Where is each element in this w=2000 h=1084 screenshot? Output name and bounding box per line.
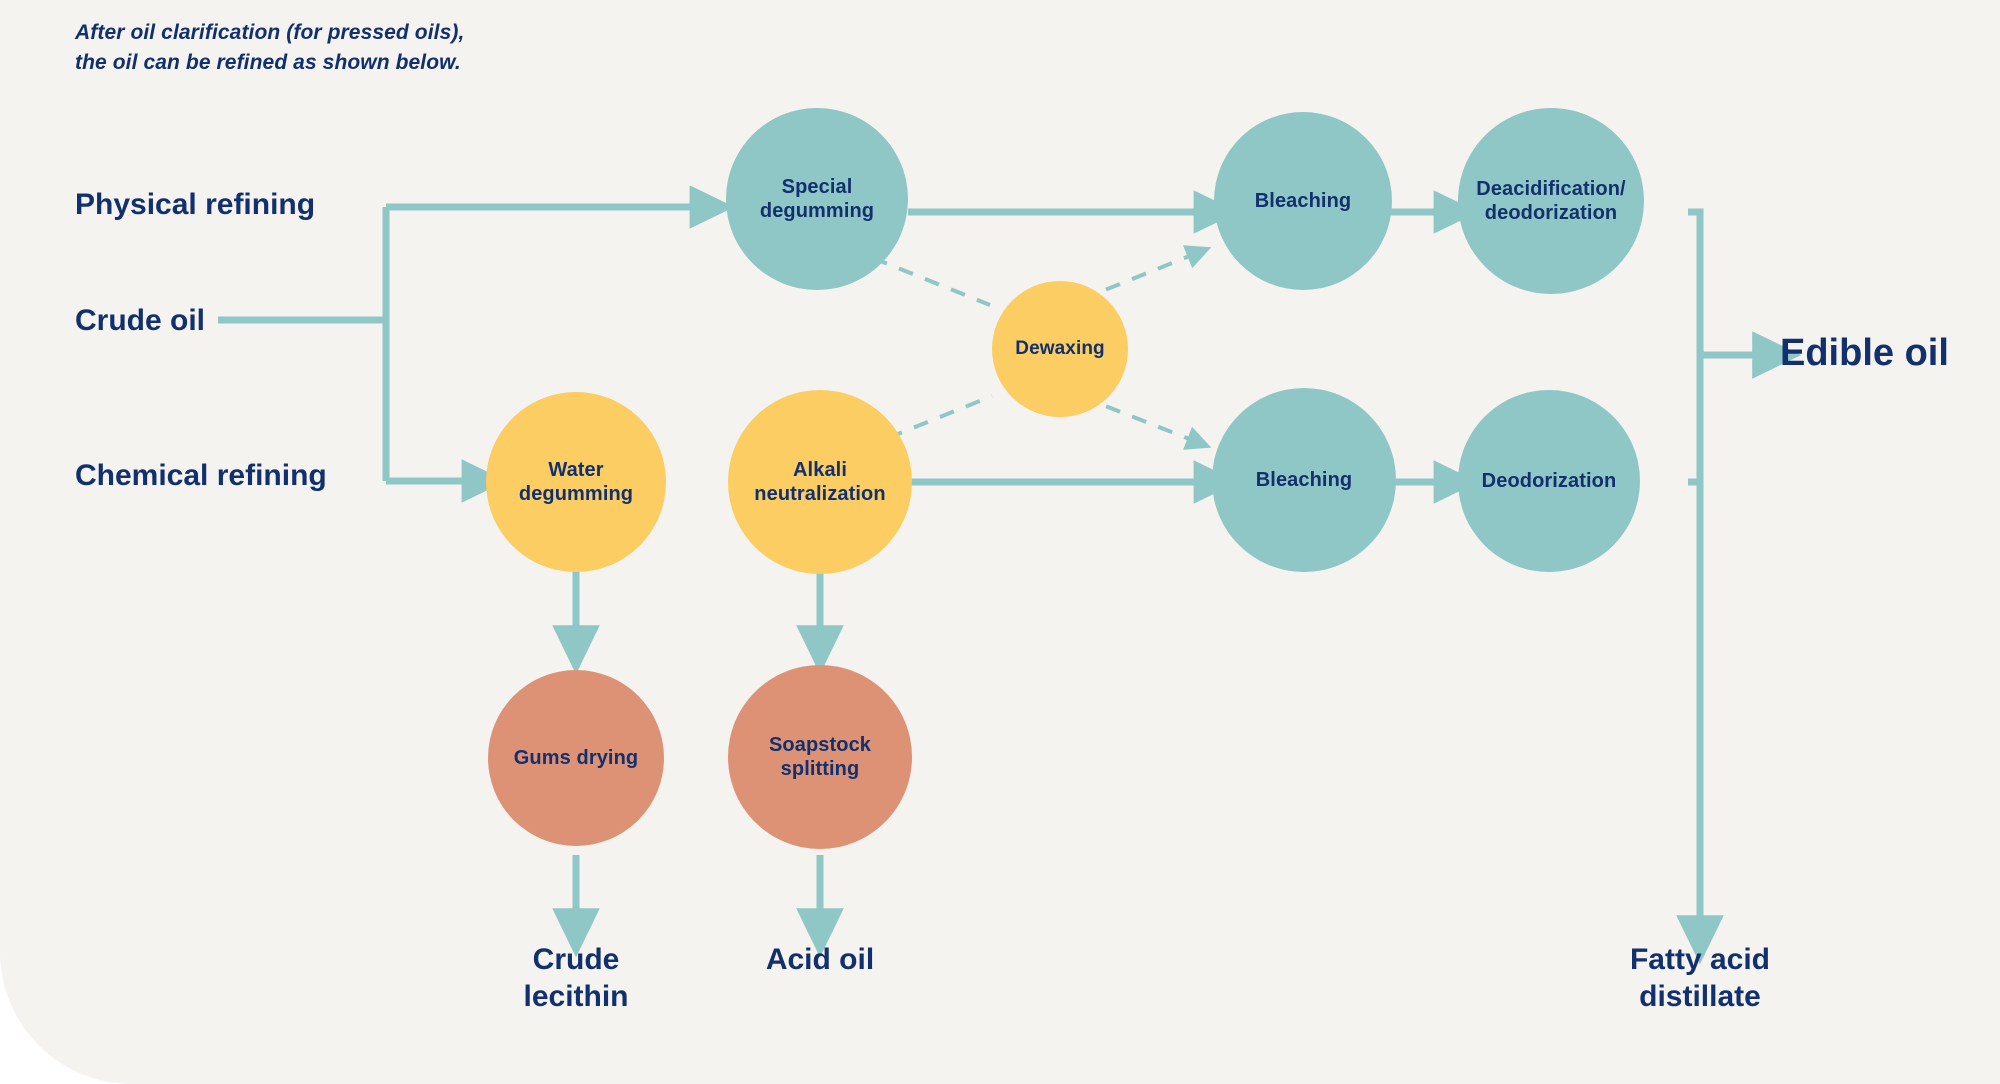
node-gums-drying-label: Gums drying <box>513 746 639 769</box>
node-alkali-neutralization-label: Alkali neutralization <box>754 458 886 505</box>
diagram-caption: After oil clarification (for pressed oil… <box>75 21 465 74</box>
node-deacidification-deodorization-label: Deacidification/ deodorization <box>1476 177 1626 224</box>
label-acid-oil: Acid oil <box>765 943 875 976</box>
label-fatty-acid-distillate: Fatty acid distillate <box>1629 943 1771 1013</box>
node-bleaching-bottom[interactable]: Bleaching <box>1212 388 1396 572</box>
node-bleaching-bottom-label: Bleaching <box>1255 468 1353 491</box>
node-bleaching-top-label: Bleaching <box>1254 189 1352 212</box>
node-dewaxing[interactable]: Dewaxing <box>992 281 1128 417</box>
node-special-degumming[interactable]: Special degumming <box>726 108 908 290</box>
node-gums-drying[interactable]: Gums drying <box>488 670 664 846</box>
label-physical-refining: Physical refining <box>75 188 316 221</box>
node-water-degumming-label: Water degumming <box>518 458 634 505</box>
node-alkali-neutralization[interactable]: Alkali neutralization <box>728 390 912 574</box>
node-dewaxing-label: Dewaxing <box>1015 338 1105 360</box>
node-bleaching-top[interactable]: Bleaching <box>1214 112 1392 290</box>
label-chemical-refining: Chemical refining <box>75 459 327 492</box>
node-deacidification-deodorization[interactable]: Deacidification/ deodorization <box>1458 108 1644 294</box>
node-deodorization[interactable]: Deodorization <box>1458 390 1640 572</box>
node-deodorization-label: Deodorization <box>1481 469 1617 492</box>
label-crude-oil: Crude oil <box>75 304 206 337</box>
node-special-degumming-label: Special degumming <box>759 175 875 222</box>
label-crude-lecithin: Crude lecithin <box>523 943 629 1013</box>
node-soapstock-splitting[interactable]: Soapstock splitting <box>728 665 912 849</box>
node-soapstock-splitting-label: Soapstock splitting <box>768 733 872 780</box>
label-edible-oil: Edible oil <box>1780 332 1949 374</box>
node-water-degumming[interactable]: Water degumming <box>486 392 666 572</box>
